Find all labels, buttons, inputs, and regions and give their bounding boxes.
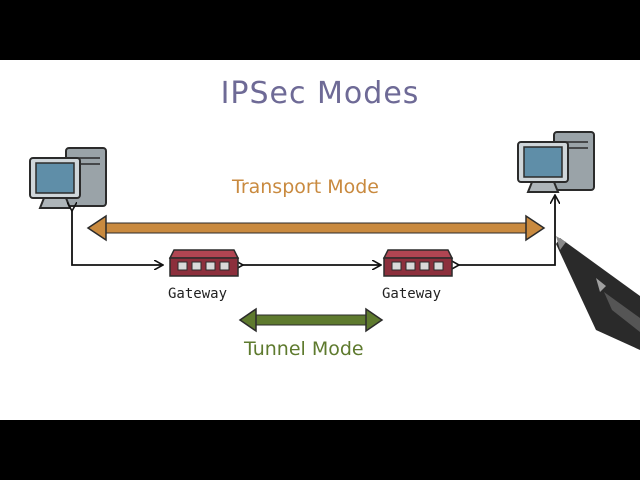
gateway-right-label: Gateway xyxy=(382,286,442,302)
gateway-to-host-connector xyxy=(458,196,555,265)
gateway-icon xyxy=(382,249,454,277)
computer-icon xyxy=(517,131,595,193)
gateway-icon xyxy=(168,249,240,277)
computer-icon xyxy=(29,147,107,209)
ipsec-diagram xyxy=(29,131,640,350)
gateway-left-label: Gateway xyxy=(168,286,228,302)
slide-title: IPSec Modes xyxy=(220,76,420,111)
pen-icon xyxy=(556,236,640,350)
transport-mode-arrow xyxy=(86,214,546,242)
transport-mode-label: Transport Mode xyxy=(232,176,379,198)
tunnel-mode-label: Tunnel Mode xyxy=(244,338,364,360)
slide-canvas: IPSec Modes Transport Mode Gateway Gatew… xyxy=(0,60,640,420)
tunnel-mode-arrow xyxy=(238,307,384,333)
host-to-gateway-connector xyxy=(72,210,162,265)
